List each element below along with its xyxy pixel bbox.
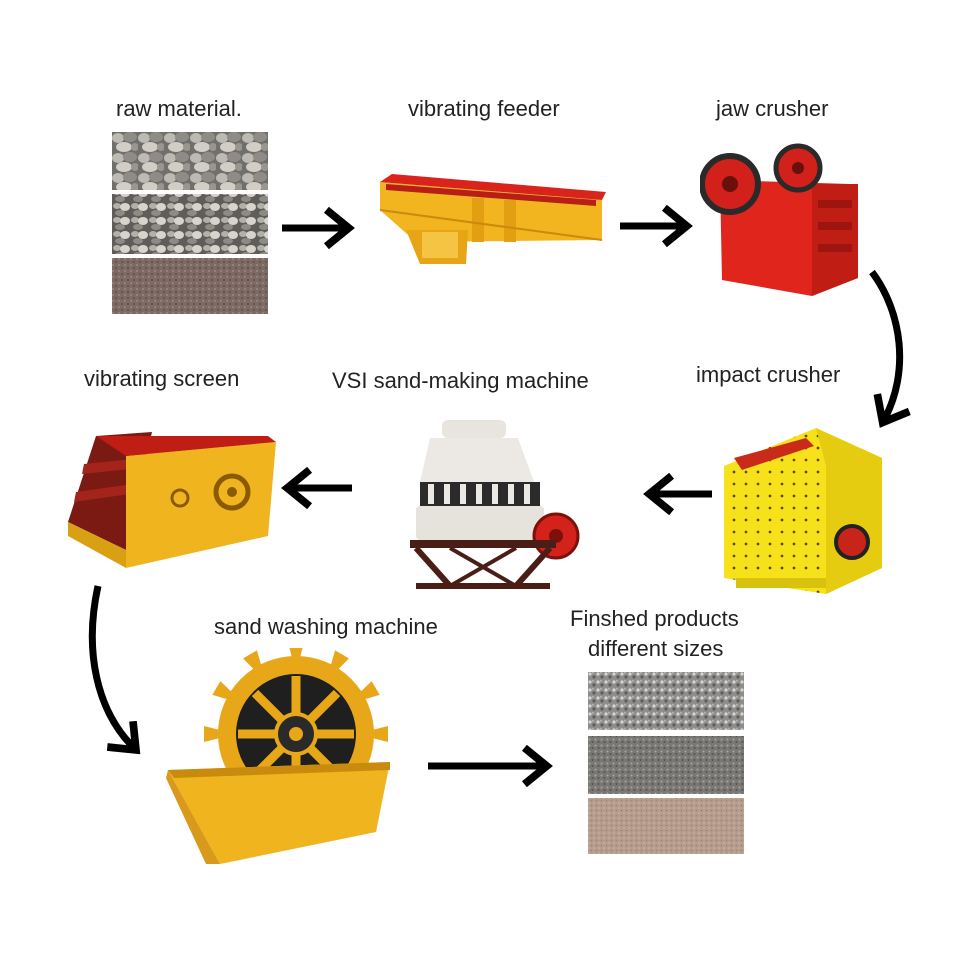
different-sizes-label: different sizes [588,636,724,661]
sand-washing-label: sand washing machine [214,614,438,639]
vibrating-screen-label: vibrating screen [84,366,240,391]
vsi-label: VSI sand-making machine [332,368,589,393]
impact-crusher-label: impact crusher [696,362,841,387]
vibrating-feeder-label: vibrating feeder [408,96,560,121]
vsi-node [406,412,582,592]
gravel-sample-icon [112,132,268,314]
sand-washer-icon [166,648,390,864]
vibrating-feeder-node [376,170,606,272]
jaw-crusher-icon [700,143,858,296]
aggregate-sample-icon [588,672,744,854]
cone-sand-maker-icon [410,420,580,589]
vibrating-screen-icon [68,432,276,568]
raw-material-node [112,132,268,314]
impact-crusher-icon [724,428,882,594]
jaw-crusher-label: jaw crusher [716,96,829,121]
impact-crusher-node [716,418,888,596]
vibrating-feeder-icon [379,174,606,264]
arrow-jaw-to-impact [869,269,900,420]
arrow-screen-to-washer [88,585,134,748]
vibrating-screen-node [62,432,280,570]
sand-washing-node [166,648,392,866]
jaw-crusher-node [700,140,862,300]
finished-products-label: Finshed products [570,606,739,631]
raw-material-label: raw material. [116,96,242,121]
finished-products-node [588,672,744,854]
